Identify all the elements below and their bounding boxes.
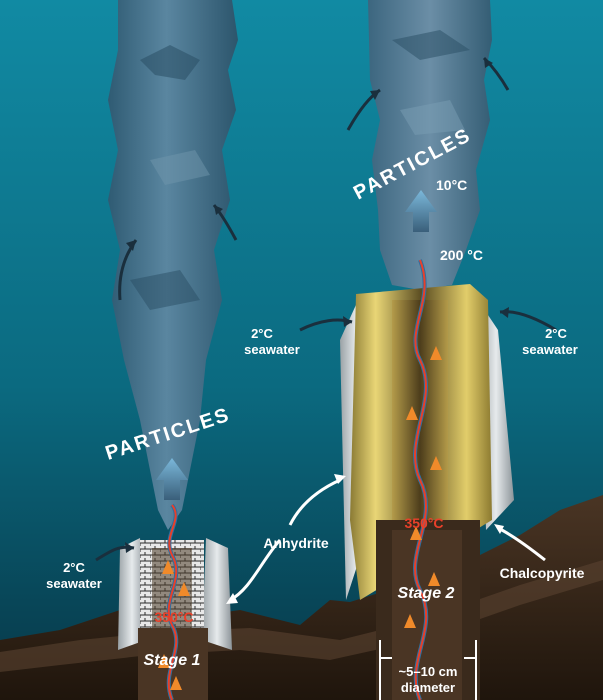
temp-200c-label: 200 °C — [440, 247, 483, 263]
temp-350c-left-label: 350°C — [154, 609, 193, 625]
stage-1-label: Stage 1 — [144, 652, 201, 669]
chalcopyrite-label: Chalcopyrite — [500, 565, 585, 581]
anhydrite-label: Anhydrite — [263, 535, 329, 551]
seawater-left-bottom-temp: 2°C — [63, 560, 85, 575]
temp-350c-right-label: 350°C — [404, 515, 443, 531]
seawater-right-temp: 2°C — [545, 326, 567, 341]
seawater-right-word: seawater — [522, 342, 578, 357]
temp-10c-label: 10°C — [436, 177, 467, 193]
seawater-left-bottom-word: seawater — [46, 576, 102, 591]
seawater-left-top-word: seawater — [244, 342, 300, 357]
seawater-left-top-temp: 2°C — [251, 326, 273, 341]
diameter-value-label: ~5–10 cm — [399, 664, 458, 679]
diameter-word-label: diameter — [401, 680, 455, 695]
stage-2-label: Stage 2 — [398, 585, 455, 602]
